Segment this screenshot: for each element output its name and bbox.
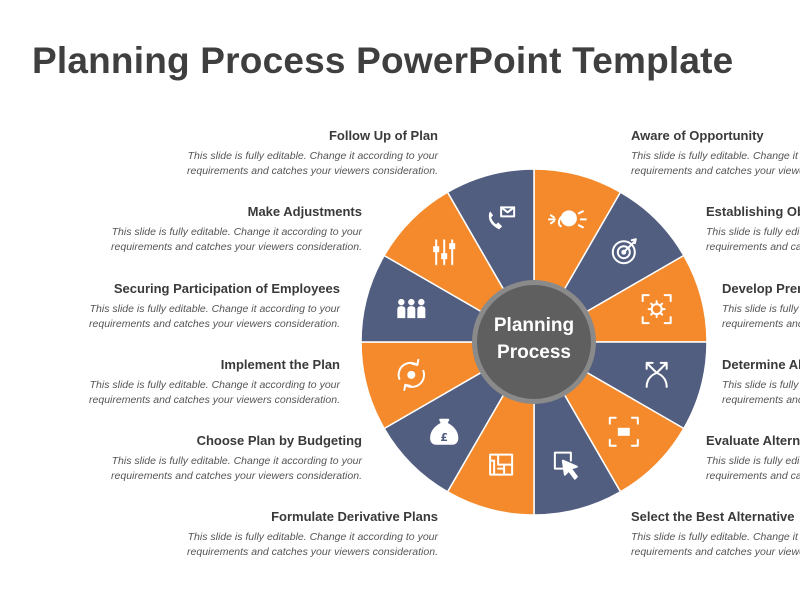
- step-desc: requirements and catches your viewers co…: [631, 545, 800, 558]
- step-desc: requirements and catches your viewers co…: [722, 393, 800, 406]
- step-desc: This slide is fully editable. Change it …: [706, 455, 800, 467]
- phone-mail-icon: [488, 206, 516, 230]
- center-line-1: Planning: [493, 315, 575, 336]
- gear-focus-icon: [641, 294, 672, 325]
- step-desc: This slide is fully editable. Change it …: [631, 150, 800, 162]
- step-title: Aware of Opportunity: [631, 128, 764, 143]
- step-title: Implement the Plan: [220, 357, 340, 372]
- team-icon: [397, 298, 426, 319]
- step-desc: requirements and catches your viewers co…: [631, 164, 800, 177]
- step-desc: This slide is fully editable. Change it …: [187, 531, 438, 543]
- step-title: Securing Participation of Employees: [113, 281, 340, 296]
- blueprint-icon: [489, 453, 514, 476]
- step-desc: This slide is fully editable. Change it …: [111, 455, 362, 467]
- step-desc: requirements and catches your viewers co…: [706, 469, 800, 482]
- step-desc: requirements and catches your viewers co…: [722, 317, 800, 330]
- money-bag-icon: £: [430, 418, 459, 445]
- step-desc: This slide is fully editable. Change it …: [89, 303, 340, 315]
- step-desc: This slide is fully editable. Change it …: [722, 379, 800, 391]
- step-desc: This slide is fully editable. Change it …: [187, 150, 438, 162]
- step-desc: requirements and catches your viewers co…: [111, 469, 362, 482]
- step-aware-opportunity: Aware of Opportunity This slide is fully…: [631, 128, 800, 178]
- step-title: Determine Alternatives: [722, 357, 800, 372]
- target-icon: [611, 238, 637, 265]
- split-arrows-icon: [645, 361, 668, 388]
- svg-text:£: £: [440, 431, 448, 444]
- step-desc: requirements and catches your viewers co…: [89, 317, 340, 330]
- center-line-2: Process: [497, 342, 571, 363]
- step-title: Establishing Objectives: [706, 204, 800, 219]
- step-determine-alternatives: Determine Alternatives This slide is ful…: [722, 357, 800, 407]
- hub-circle: [477, 285, 591, 399]
- step-title: Follow Up of Plan: [328, 128, 438, 143]
- step-desc: requirements and catches your viewers co…: [706, 240, 800, 253]
- cursor-click-icon: [553, 451, 578, 480]
- step-desc: requirements and catches your viewers co…: [187, 164, 438, 177]
- step-title: Make Adjustments: [247, 204, 362, 219]
- step-desc: This slide is fully editable. Change it …: [111, 226, 362, 238]
- step-desc: This slide is fully editable. Change it …: [706, 226, 800, 238]
- step-desc: This slide is fully editable. Change it …: [89, 379, 340, 391]
- step-title: Evaluate Alternatives: [706, 433, 800, 448]
- step-desc: This slide is fully editable. Change it …: [631, 531, 800, 543]
- step-title: Select the Best Alternative: [631, 509, 795, 524]
- step-follow-up: Follow Up of Plan This slide is fully ed…: [138, 128, 438, 178]
- brain-icon: [547, 210, 587, 229]
- screen-frame-icon: [608, 416, 639, 447]
- step-implement-plan: Implement the Plan This slide is fully e…: [40, 357, 340, 407]
- step-desc: This slide is fully editable. Change it …: [722, 303, 800, 315]
- step-title: Develop Premises: [722, 281, 800, 296]
- step-establishing-objectives: Establishing Objectives This slide is fu…: [706, 204, 800, 254]
- gear-cycle-icon: [397, 358, 425, 391]
- center-label: Planning Process: [474, 312, 594, 366]
- step-choose-plan: Choose Plan by Budgeting This slide is f…: [62, 433, 362, 483]
- step-make-adjustments: Make Adjustments This slide is fully edi…: [62, 204, 362, 254]
- step-select-best: Select the Best Alternative This slide i…: [631, 509, 800, 559]
- step-evaluate-alternatives: Evaluate Alternatives This slide is full…: [706, 433, 800, 483]
- step-title: Choose Plan by Budgeting: [196, 433, 362, 448]
- page-title: Planning Process PowerPoint Template: [32, 40, 734, 81]
- step-develop-premises: Develop Premises This slide is fully edi…: [722, 281, 800, 331]
- step-desc: requirements and catches your viewers co…: [187, 545, 438, 558]
- step-title: Formulate Derivative Plans: [271, 509, 438, 524]
- sliders-icon: [433, 239, 456, 266]
- step-securing-participation: Securing Participation of Employees This…: [40, 281, 340, 331]
- step-formulate-derivative: Formulate Derivative Plans This slide is…: [138, 509, 438, 559]
- step-desc: requirements and catches your viewers co…: [89, 393, 340, 406]
- step-desc: requirements and catches your viewers co…: [111, 240, 362, 253]
